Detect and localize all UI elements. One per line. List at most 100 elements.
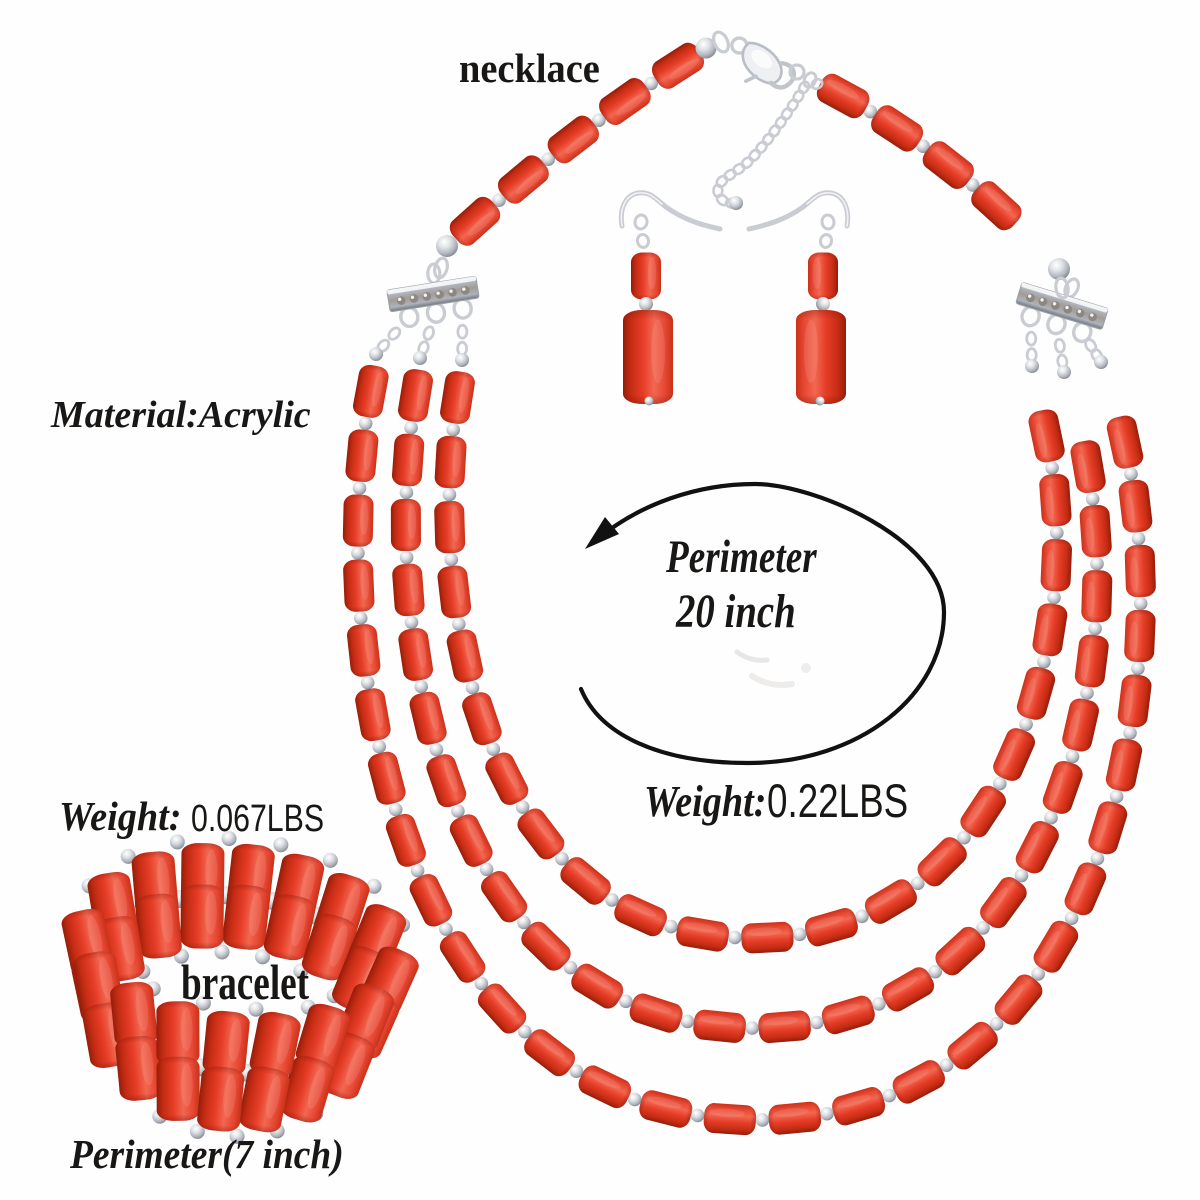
silver-spacer-bead bbox=[592, 113, 606, 127]
red-bead bbox=[1074, 634, 1109, 688]
silver-ring bbox=[635, 233, 651, 249]
red-bead bbox=[390, 498, 421, 552]
perimeter-arrow-circle bbox=[578, 481, 947, 766]
silver-spacer-bead bbox=[189, 1123, 205, 1139]
silver-spacer-bead bbox=[446, 422, 461, 437]
silver-spacer-bead bbox=[957, 830, 971, 845]
silver-ring bbox=[818, 233, 834, 249]
silver-spacer-bead bbox=[229, 1128, 245, 1144]
silver-spacer-bead bbox=[221, 831, 237, 847]
red-bead bbox=[676, 916, 730, 952]
red-bead bbox=[477, 983, 527, 1034]
silver-ring bbox=[802, 71, 818, 89]
silver-spacer-bead bbox=[372, 739, 387, 754]
bracelet-weight-value: 0.067LBS bbox=[191, 797, 325, 840]
silver-spacer-bead bbox=[619, 994, 633, 1009]
silver-spacer-bead bbox=[1064, 911, 1079, 925]
bracelet-illustration bbox=[61, 831, 419, 1144]
silver-spacer-bead bbox=[360, 675, 375, 690]
silver-spacer-bead bbox=[745, 1021, 759, 1035]
silver-spacer-bead bbox=[815, 396, 825, 406]
silver-spacer-bead bbox=[1050, 525, 1064, 540]
silver-spacer-bead bbox=[388, 802, 403, 817]
silver-spacer-bead bbox=[644, 76, 658, 91]
silver-spacer-bead bbox=[1037, 655, 1051, 669]
silver-spacer-bead bbox=[455, 353, 469, 367]
red-bead bbox=[202, 1010, 250, 1076]
silver-ring bbox=[788, 63, 806, 81]
red-bead bbox=[1070, 440, 1106, 494]
silver-spacer-bead bbox=[820, 1106, 834, 1121]
silver-spacer-bead bbox=[792, 927, 807, 942]
silver-spacer-bead bbox=[728, 930, 742, 945]
silver-spacer-bead bbox=[664, 919, 678, 934]
silver-spacer-bead bbox=[1019, 717, 1033, 732]
silver-ring bbox=[786, 98, 800, 113]
silver-spacer-bead bbox=[639, 297, 653, 311]
silver-spacer-bead bbox=[855, 909, 869, 924]
silver-spacer-bead bbox=[492, 193, 506, 207]
red-bead bbox=[1081, 570, 1113, 623]
silver-spacer-bead bbox=[993, 776, 1007, 791]
red-bead bbox=[994, 974, 1043, 1025]
red-bead bbox=[768, 1101, 822, 1135]
silver-spacer-bead bbox=[882, 1088, 897, 1103]
red-bead bbox=[398, 369, 433, 422]
silver-ring bbox=[723, 168, 737, 182]
silver-spacer-bead bbox=[1057, 365, 1071, 379]
silver-spacer-bead bbox=[399, 485, 414, 500]
red-bead bbox=[758, 1010, 811, 1044]
red-bead bbox=[398, 628, 434, 681]
red-bead bbox=[426, 754, 467, 808]
silver-spacer-bead bbox=[680, 1014, 695, 1029]
silver-spacer-bead bbox=[517, 915, 531, 930]
silver-spacer-bead bbox=[989, 1017, 1004, 1031]
silver-ring bbox=[768, 124, 781, 138]
silver-spacer-bead bbox=[465, 680, 480, 695]
red-bead bbox=[481, 871, 528, 923]
red-bead bbox=[449, 196, 501, 246]
red-bead bbox=[631, 252, 661, 300]
silver-ring bbox=[1084, 338, 1098, 353]
red-bead bbox=[355, 688, 391, 742]
red-bead bbox=[741, 921, 794, 954]
earrings-illustration bbox=[618, 190, 851, 406]
silver-spacer-bead bbox=[555, 851, 569, 866]
silver-spacer-bead bbox=[399, 550, 414, 565]
red-bead bbox=[434, 435, 467, 489]
silver-spacer-bead bbox=[436, 235, 458, 257]
silver-spacer-bead bbox=[413, 351, 427, 365]
earring bbox=[618, 190, 723, 406]
silver-ring bbox=[456, 323, 469, 340]
earring bbox=[746, 190, 851, 406]
silver-spacer-bead bbox=[352, 481, 367, 495]
silver-spacer-bead bbox=[627, 1092, 642, 1107]
material-label: Material:Acrylic bbox=[51, 394, 311, 436]
silver-ring bbox=[755, 140, 768, 155]
red-bead bbox=[832, 1086, 886, 1126]
silver-spacer-bead bbox=[939, 1058, 954, 1072]
red-bead bbox=[439, 931, 486, 983]
red-bead bbox=[1088, 801, 1128, 855]
red-bead bbox=[821, 995, 875, 1035]
red-bead bbox=[560, 857, 611, 905]
silver-spacer-bead bbox=[810, 1015, 824, 1030]
red-bead bbox=[871, 105, 924, 152]
silver-spacer-bead bbox=[474, 976, 489, 991]
red-bead bbox=[197, 1066, 245, 1132]
red-bead bbox=[971, 181, 1022, 231]
red-bead bbox=[391, 433, 425, 487]
red-bead bbox=[517, 808, 565, 860]
silver-spacer-bead bbox=[248, 1001, 264, 1017]
silver-spacer-bead bbox=[541, 152, 555, 166]
silver-spacer-bead bbox=[1047, 590, 1061, 605]
red-bead bbox=[703, 1103, 757, 1136]
red-bead bbox=[524, 1029, 576, 1077]
silver-spacer-bead bbox=[1085, 492, 1100, 506]
red-bead bbox=[639, 1090, 693, 1128]
necklace-label: necklace bbox=[459, 45, 600, 91]
necklace-illustration bbox=[342, 42, 1156, 1136]
red-bead bbox=[935, 926, 986, 976]
red-bead bbox=[345, 429, 379, 482]
silver-spacer-bead bbox=[273, 837, 289, 853]
